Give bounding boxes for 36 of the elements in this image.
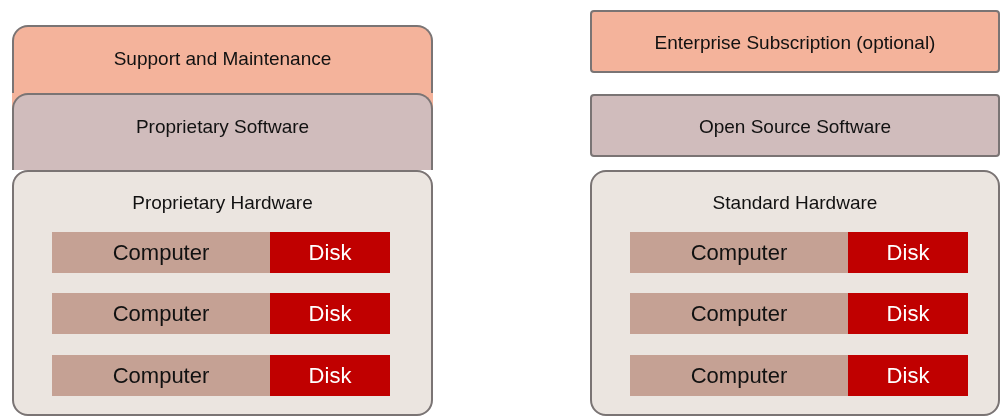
layer-box [12, 25, 433, 93]
layer-label: Enterprise Subscription (optional) [653, 32, 937, 54]
layer-label: Proprietary Hardware [131, 192, 314, 214]
layer-box [590, 94, 1000, 157]
block-label: Computer [690, 362, 788, 389]
block-label: Disk [886, 362, 930, 389]
block-label: Computer [690, 239, 788, 266]
layer-label: Open Source Software [697, 116, 893, 138]
block-label: Computer [690, 300, 788, 327]
block-label: Disk [308, 300, 352, 327]
disk-block [270, 232, 390, 273]
computer-block [52, 293, 270, 334]
computer-block [52, 355, 270, 396]
computer-block [630, 355, 848, 396]
block-label: Computer [112, 300, 210, 327]
disk-block [848, 355, 968, 396]
disk-block [270, 293, 390, 334]
block-label: Disk [308, 362, 352, 389]
layer-label: Support and Maintenance [112, 48, 333, 70]
layer-box [12, 93, 433, 170]
block-label: Disk [308, 239, 352, 266]
layer-label: Proprietary Software [134, 116, 311, 138]
computer-block [630, 232, 848, 273]
computer-block [52, 232, 270, 273]
block-label: Computer [112, 362, 210, 389]
layer-box [12, 170, 433, 416]
layer-box [590, 170, 1000, 416]
computer-block [630, 293, 848, 334]
block-label: Computer [112, 239, 210, 266]
disk-block [270, 355, 390, 396]
layer-label: Standard Hardware [711, 192, 879, 214]
disk-block [848, 232, 968, 273]
layer-box [590, 10, 1000, 73]
disk-block [848, 293, 968, 334]
block-label: Disk [886, 300, 930, 327]
block-label: Disk [886, 239, 930, 266]
